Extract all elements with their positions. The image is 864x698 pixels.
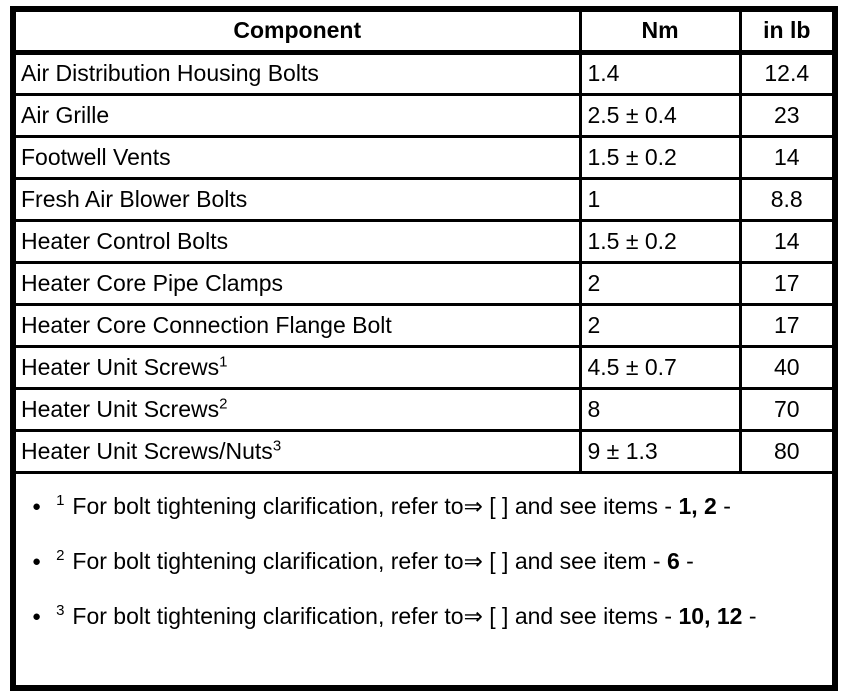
nm-cell: 2 — [578, 302, 740, 346]
footnote-ref: 2 — [219, 394, 228, 412]
component-cell: Heater Unit Screws1 — [16, 344, 580, 388]
footnote: ● 2 For bolt tightening clarification, ref… — [32, 546, 832, 577]
column-header-component: Component — [16, 12, 580, 55]
nm-cell: 9 ± 1.3 — [578, 428, 740, 474]
footnote-number: 1 — [56, 491, 65, 509]
component-cell: Air Distribution Housing Bolts — [16, 52, 580, 94]
inlb-cell: 70 — [738, 386, 832, 430]
table-row: Air Distribution Housing Bolts 1.4 12.4 — [16, 52, 832, 94]
inlb-cell: 17 — [738, 302, 832, 346]
table-row: Heater Core Connection Flange Bolt 2 17 — [16, 302, 832, 346]
footnote-number: 2 — [56, 546, 65, 564]
component-label: Heater Control Bolts — [21, 227, 229, 254]
component-cell: Air Grille — [16, 92, 580, 136]
table-row: Footwell Vents 1.5 ± 0.2 14 — [16, 134, 832, 178]
inlb-cell: 14 — [738, 218, 832, 262]
table-header-row: Component Nm in lb — [16, 12, 832, 55]
footnote-item-numbers: 1, 2 — [678, 492, 717, 519]
nm-cell: 1.4 — [578, 52, 740, 94]
inlb-cell: 23 — [738, 92, 832, 136]
component-label: Heater Unit Screws — [21, 395, 220, 422]
component-label: Air Distribution Housing Bolts — [21, 60, 319, 86]
table-row: Fresh Air Blower Bolts 1 8.8 — [16, 176, 832, 220]
inlb-cell: 12.4 — [738, 52, 832, 94]
footnote-text: - — [716, 492, 731, 519]
component-cell: Heater Core Pipe Clamps — [16, 260, 580, 304]
column-header-nm: Nm — [578, 12, 740, 55]
component-cell: Footwell Vents — [16, 134, 580, 178]
table-row: Heater Unit Screws1 4.5 ± 0.7 40 — [16, 344, 832, 388]
bullet-icon: ● — [32, 552, 42, 570]
footnote-text: [ ] and see items - — [482, 602, 679, 629]
footnote-number: 3 — [56, 601, 65, 619]
bullet-icon: ● — [32, 497, 42, 515]
component-label: Heater Core Pipe Clamps — [21, 269, 284, 296]
nm-cell: 1.5 ± 0.2 — [578, 134, 740, 178]
inlb-cell: 40 — [738, 344, 832, 388]
column-header-inlb: in lb — [738, 12, 832, 55]
footnote-text: [ ] and see items - — [482, 492, 679, 519]
component-cell: Heater Control Bolts — [16, 218, 580, 262]
table-row: Heater Unit Screws/Nuts3 9 ± 1.3 80 — [16, 428, 832, 474]
table-row: Heater Core Pipe Clamps 2 17 — [16, 260, 832, 304]
inlb-cell: 17 — [738, 260, 832, 304]
footnote-text: [ ] and see item - — [482, 547, 667, 574]
nm-cell: 1 — [578, 176, 740, 220]
footnote-item-numbers: 10, 12 — [678, 602, 743, 629]
torque-table-frame: Component Nm in lb Air Distribution Hous… — [10, 6, 838, 691]
component-label: Air Grille — [21, 101, 110, 128]
component-cell: Heater Core Connection Flange Bolt — [16, 302, 580, 346]
component-label: Heater Unit Screws — [21, 353, 220, 380]
component-label: Heater Unit Screws/Nuts — [21, 437, 273, 464]
footnote-item-numbers: 6 — [666, 547, 680, 574]
component-cell: Heater Unit Screws2 — [16, 386, 580, 430]
inlb-cell: 8.8 — [738, 176, 832, 220]
component-cell: Heater Unit Screws/Nuts3 — [16, 428, 580, 474]
footnote-ref: 3 — [272, 436, 282, 454]
footnote-ref: 1 — [219, 352, 228, 370]
table-row: Heater Unit Screws2 8 70 — [16, 386, 832, 430]
nm-cell: 1.5 ± 0.2 — [578, 218, 740, 262]
footnote: ● 3 For bolt tightening clarification, ref… — [32, 601, 832, 632]
inlb-cell: 80 — [738, 428, 832, 474]
nm-cell: 4.5 ± 0.7 — [578, 344, 740, 388]
bullet-icon: ● — [32, 607, 42, 625]
nm-cell: 8 — [578, 386, 740, 430]
nm-cell: 2.5 ± 0.4 — [578, 92, 740, 136]
footnote-text: For bolt tightening clarification, refer… — [72, 547, 464, 574]
footnote-text: - — [742, 602, 757, 629]
footnote-text: For bolt tightening clarification, refer… — [72, 492, 464, 519]
right-double-arrow-icon: ⇒ — [463, 547, 483, 574]
right-double-arrow-icon: ⇒ — [463, 492, 483, 519]
footnote: ● 1 For bolt tightening clarification, ref… — [32, 491, 832, 522]
component-cell: Fresh Air Blower Bolts — [16, 176, 580, 220]
torque-spec-table: Component Nm in lb Air Distribution Hous… — [16, 12, 832, 474]
inlb-cell: 14 — [738, 134, 832, 178]
nm-cell: 2 — [578, 260, 740, 304]
table-row: Air Grille 2.5 ± 0.4 23 — [16, 92, 832, 136]
footnote-text: For bolt tightening clarification, refer… — [72, 602, 464, 629]
component-label: Fresh Air Blower Bolts — [21, 185, 248, 212]
component-label: Heater Core Connection Flange Bolt — [21, 311, 392, 338]
component-label: Footwell Vents — [21, 143, 171, 170]
table-row: Heater Control Bolts 1.5 ± 0.2 14 — [16, 218, 832, 262]
right-double-arrow-icon: ⇒ — [463, 602, 483, 629]
footnote-text: - — [679, 547, 694, 574]
